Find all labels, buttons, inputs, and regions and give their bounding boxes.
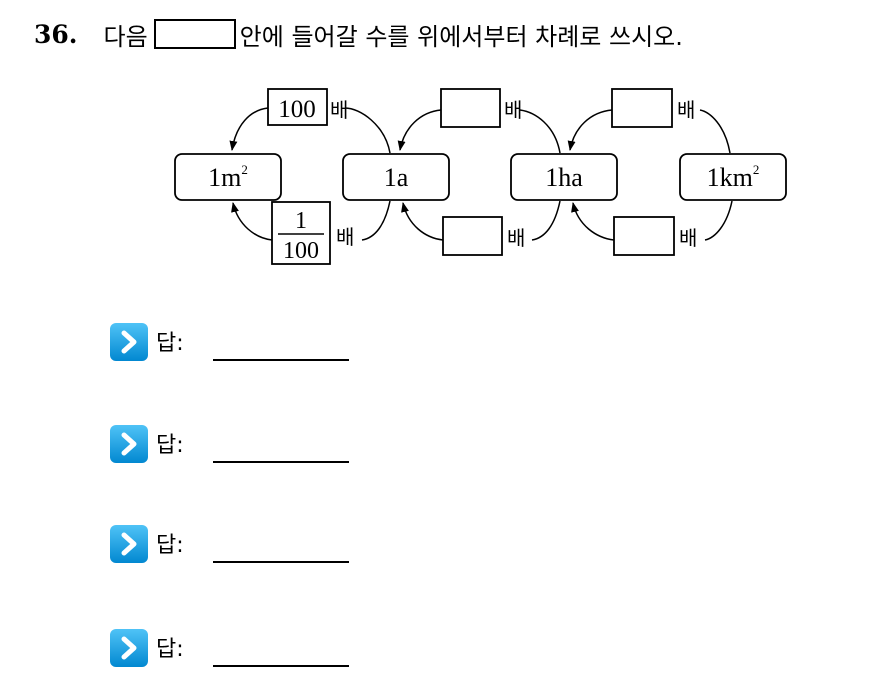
bottom-factor-1-denominator: 100 (283, 238, 319, 264)
answer-input-line-3[interactable] (213, 561, 349, 563)
answer-label: 답: (156, 637, 184, 662)
bottom-arrow-km2-to-ha-stem (704, 200, 733, 241)
answer-label: 답: (156, 533, 184, 558)
inline-blank-box (153, 19, 236, 49)
answer-input-line-4[interactable] (213, 665, 349, 667)
question-number: 36. (34, 19, 78, 49)
bottom-factor-3: 배 (613, 216, 697, 256)
unit-box-a: 1a (342, 153, 450, 201)
bottom-arrow-ha-to-a-stem (531, 200, 561, 241)
top-factor-1: 100 배 (267, 88, 348, 126)
unit-label-a: 1a (384, 163, 409, 192)
bottom-arrow-a-to-m2-stem (361, 200, 391, 241)
bottom-factor-1: 1 100 배 (271, 201, 354, 265)
top-arrow-km2-to-ha-head (567, 109, 613, 151)
bottom-factor-3-times: 배 (679, 226, 697, 250)
top-factor-3: 배 (611, 88, 695, 128)
bottom-factor-2: 배 (442, 216, 525, 256)
answer-row-2: 답: (110, 425, 349, 485)
unit-box-ha: 1ha (510, 153, 618, 201)
top-arrow-a-to-m2-stem (344, 107, 391, 154)
unit-conversion-diagram: 1m2 1a 1ha 1km2 100 배 배 배 1 (174, 88, 787, 265)
question-prefix: 다음 (103, 22, 148, 51)
answer-row-3: 답: (110, 525, 349, 585)
bottom-arrow-km2-to-ha-head (571, 202, 615, 241)
top-blank-box-2 (440, 88, 501, 128)
unit-box-m2: 1m2 (174, 153, 282, 201)
bottom-arrow-ha-to-a-head (401, 202, 444, 241)
bottom-factor-1-times: 배 (336, 225, 354, 249)
unit-label-m2: 1m2 (208, 162, 248, 192)
top-arrow-ha-to-a-head (397, 109, 442, 151)
unit-box-km2: 1km2 (679, 153, 787, 201)
top-factor-1-times: 배 (330, 98, 348, 122)
bottom-blank-box-2 (442, 216, 503, 256)
top-arrow-a-to-m2-head (229, 107, 269, 151)
top-factor-2: 배 (440, 88, 522, 128)
answer-label: 답: (156, 331, 184, 356)
chevron-right-icon (110, 629, 148, 667)
chevron-right-icon (110, 323, 148, 361)
unit-label-ha: 1ha (545, 163, 583, 192)
bottom-factor-1-numerator: 1 (295, 208, 307, 234)
top-arrow-km2-to-ha-stem (699, 109, 731, 154)
unit-label-km2: 1km2 (707, 162, 760, 192)
top-blank-box-3 (611, 88, 673, 128)
top-factor-1-value: 100 (278, 96, 316, 123)
answer-row-1: 답: (110, 323, 349, 383)
question-suffix: 안에 들어갈 수를 위에서부터 차례로 쓰시오. (239, 22, 683, 51)
top-arrow-ha-to-a-stem (519, 109, 561, 154)
top-factor-2-times: 배 (504, 98, 522, 122)
top-factor-3-times: 배 (677, 98, 695, 122)
chevron-right-icon (110, 425, 148, 463)
question-prompt: 36. 다음 안에 들어갈 수를 위에서부터 차례로 쓰시오. (34, 16, 683, 52)
chevron-right-icon (110, 525, 148, 563)
bottom-arrow-a-to-m2-head (231, 202, 273, 241)
bottom-factor-2-times: 배 (507, 226, 525, 250)
answer-label: 답: (156, 433, 184, 458)
answer-input-line-2[interactable] (213, 461, 349, 463)
answer-input-line-1[interactable] (213, 359, 349, 361)
answer-row-4: 답: (110, 629, 349, 689)
bottom-blank-box-3 (613, 216, 675, 256)
